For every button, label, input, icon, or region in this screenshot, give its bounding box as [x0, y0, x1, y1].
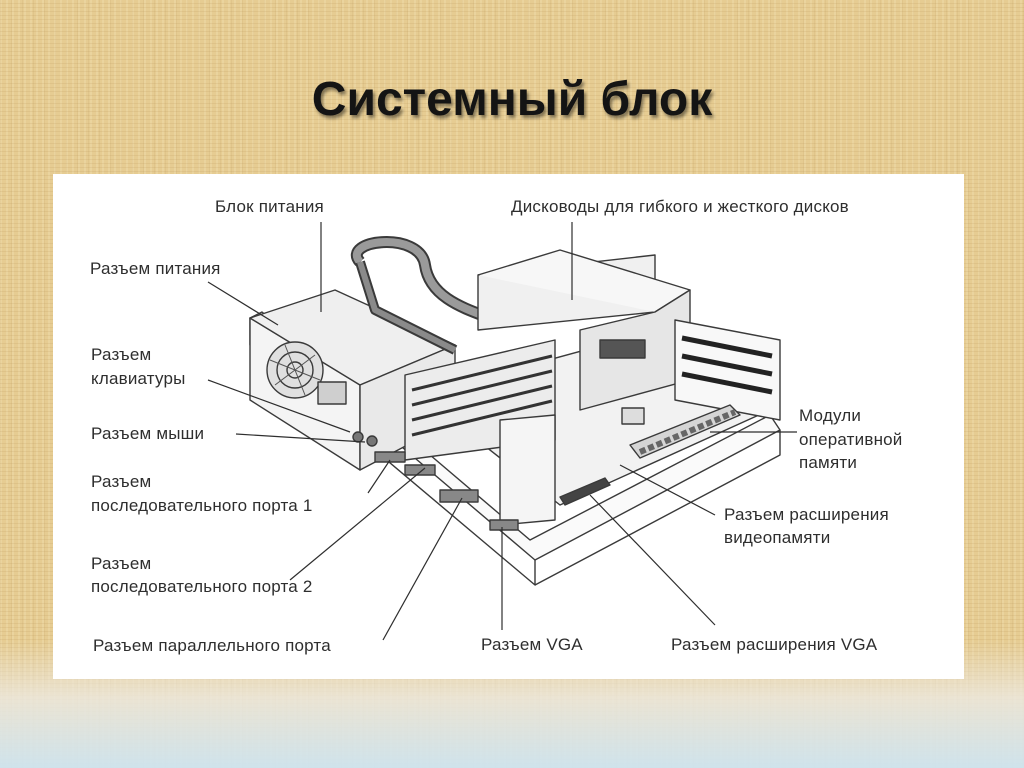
label-power-connector: Разъем питания: [90, 259, 221, 278]
label-vram-line1: Разъем расширения: [724, 505, 889, 524]
label-ram-line2: оперативной: [799, 430, 903, 449]
label-keyboard-line1: Разъем: [91, 345, 152, 364]
label-vram-line2: видеопамяти: [724, 528, 831, 547]
label-serial2-line1: Разъем: [91, 554, 152, 573]
label-vga-expansion: Разъем расширения VGA: [671, 635, 878, 654]
label-serial2-line2: последовательного порта 2: [91, 577, 313, 596]
label-mouse-connector: Разъем мыши: [91, 424, 205, 443]
label-serial1-line2: последовательного порта 1: [91, 496, 313, 515]
label-vga-connector: Разъем VGA: [481, 635, 583, 654]
label-drives: Дисководы для гибкого и жесткого дисков: [511, 197, 849, 216]
diagram-panel: Блок питания Дисководы для гибкого и жес…: [53, 174, 964, 679]
label-keyboard-line2: клавиатуры: [91, 369, 186, 388]
label-parallel-port: Разъем параллельного порта: [93, 636, 331, 655]
slide-title: Системный блок: [311, 73, 713, 126]
label-ram-line3: памяти: [799, 453, 858, 472]
pc-case-illustration: [207, 222, 797, 641]
label-serial1-line1: Разъем: [91, 472, 152, 491]
label-power-supply: Блок питания: [215, 197, 324, 216]
label-ram-line1: Модули: [799, 406, 862, 425]
